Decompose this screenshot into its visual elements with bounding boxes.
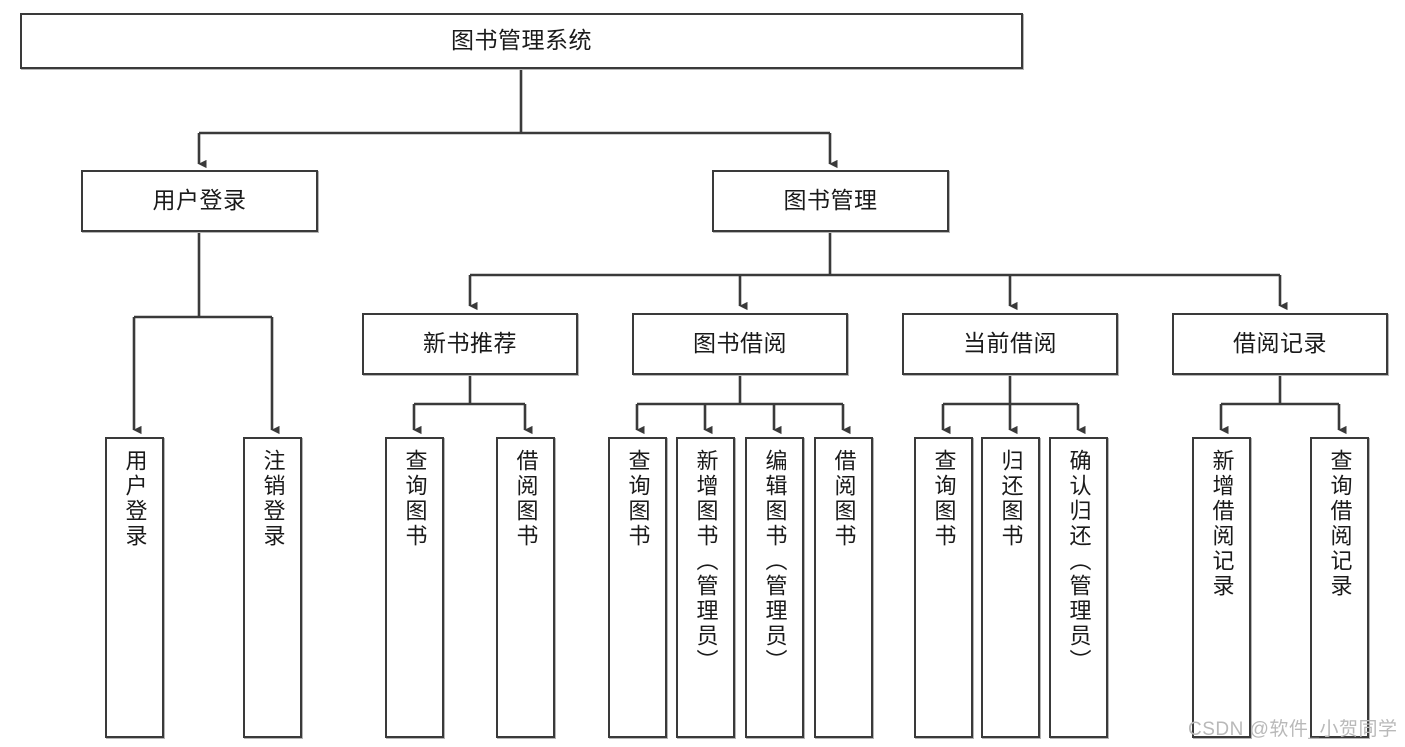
current-borrow-to-leaves-connectors xyxy=(941,376,1086,435)
node-label: 新书推荐 xyxy=(423,330,517,357)
book-borrow-to-leaves-connectors xyxy=(635,376,851,435)
node-label: 编辑图书（管理员） xyxy=(762,449,788,674)
node-label: 借阅记录 xyxy=(1233,330,1327,357)
node-leaf-add-book[interactable]: 新增图书（管理员） xyxy=(676,437,735,738)
node-root-book-management-system[interactable]: 图书管理系统 xyxy=(20,13,1023,69)
node-leaf-borrow-book[interactable]: 借阅图书 xyxy=(814,437,873,738)
node-label: 查询图书 xyxy=(931,449,957,549)
node-user-login[interactable]: 用户登录 xyxy=(81,170,318,232)
node-label: 用户登录 xyxy=(152,187,247,214)
node-label: 图书管理 xyxy=(783,187,878,214)
csdn-watermark: CSDN @软件_小贺同学 xyxy=(1188,719,1398,740)
node-label: 图书借阅 xyxy=(693,330,787,357)
node-label: 确认归还（管理员） xyxy=(1066,449,1092,674)
node-leaf-logout[interactable]: 注销登录 xyxy=(243,437,302,738)
node-leaf-query-book-recommend[interactable]: 查询图书 xyxy=(385,437,444,738)
node-leaf-confirm-return[interactable]: 确认归还（管理员） xyxy=(1049,437,1108,738)
node-label: 注销登录 xyxy=(260,449,286,549)
node-book-borrow[interactable]: 图书借阅 xyxy=(632,313,848,375)
node-leaf-query-book-borrow[interactable]: 查询图书 xyxy=(608,437,667,738)
node-leaf-add-borrow-record[interactable]: 新增借阅记录 xyxy=(1192,437,1251,738)
node-new-book-recommend[interactable]: 新书推荐 xyxy=(362,313,578,375)
user-login-to-leaves-connectors xyxy=(132,233,280,435)
node-label: 借阅图书 xyxy=(831,449,857,549)
node-leaf-return-book[interactable]: 归还图书 xyxy=(981,437,1040,738)
node-label: 当前借阅 xyxy=(963,330,1057,357)
node-label: 图书管理系统 xyxy=(451,27,592,54)
node-book-management[interactable]: 图书管理 xyxy=(712,170,949,232)
node-label: 用户登录 xyxy=(122,449,148,549)
node-borrow-record[interactable]: 借阅记录 xyxy=(1172,313,1388,375)
node-leaf-edit-book[interactable]: 编辑图书（管理员） xyxy=(745,437,804,738)
borrow-record-to-leaves-connectors xyxy=(1219,376,1347,435)
new-book-recommend-to-leaves-connectors xyxy=(412,376,533,435)
node-leaf-query-book-current[interactable]: 查询图书 xyxy=(914,437,973,738)
node-leaf-user-login[interactable]: 用户登录 xyxy=(105,437,164,738)
node-label: 查询图书 xyxy=(402,449,428,549)
node-label: 借阅图书 xyxy=(513,449,539,549)
node-current-borrow[interactable]: 当前借阅 xyxy=(902,313,1118,375)
node-label: 查询借阅记录 xyxy=(1327,449,1353,599)
node-label: 查询图书 xyxy=(625,449,651,549)
root-to-level2-connectors xyxy=(197,70,838,169)
node-label: 新增图书（管理员） xyxy=(693,449,719,674)
node-label: 新增借阅记录 xyxy=(1209,449,1235,599)
book-management-to-level3-connectors xyxy=(468,233,1288,311)
node-leaf-borrow-book-recommend[interactable]: 借阅图书 xyxy=(496,437,555,738)
node-leaf-query-borrow-record[interactable]: 查询借阅记录 xyxy=(1310,437,1369,738)
node-label: 归还图书 xyxy=(998,449,1024,549)
